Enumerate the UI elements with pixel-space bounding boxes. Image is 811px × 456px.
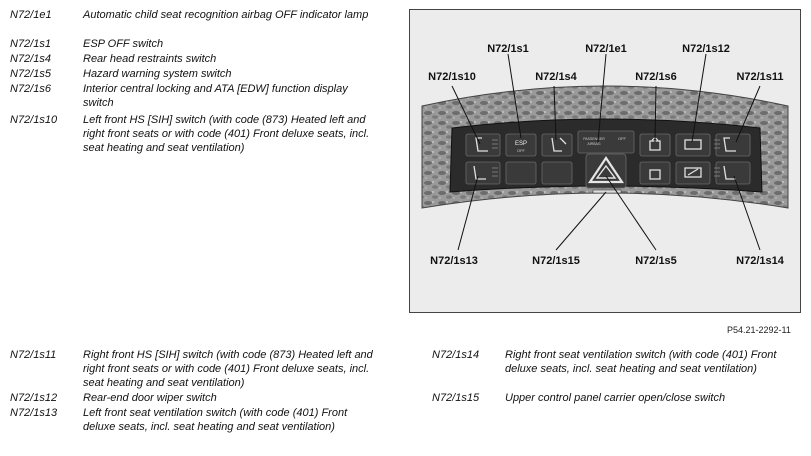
- legend-row: N72/1s10 Left front HS [SIH] switch (wit…: [10, 113, 400, 155]
- legend-code: N72/1e1: [10, 9, 52, 21]
- legend-description: Interior central locking and ATA [EDW] f…: [83, 83, 348, 109]
- legend-code: N72/1s13: [10, 407, 58, 419]
- legend-code: N72/1s11: [10, 349, 57, 361]
- legend-code: N72/1s4: [10, 53, 51, 65]
- callout-n72-1s11: N72/1s11: [736, 71, 783, 83]
- legend-description: Left front seat ventilation switch (with…: [83, 407, 348, 433]
- callout-n72-1s13: N72/1s13: [430, 255, 478, 267]
- legend-description: Rear head restraints switch: [83, 53, 217, 65]
- legend-description: Left front HS [SIH] switch (with code (8…: [83, 114, 370, 154]
- legend-code: N72/1s5: [10, 68, 51, 80]
- callout-n72-1s12: N72/1s12: [682, 43, 730, 55]
- legend-row: N72/1s6 Interior central locking and ATA…: [10, 82, 400, 110]
- legend-description: Right front seat ventilation switch (wit…: [505, 349, 777, 375]
- airbag-off-label: OFF: [618, 136, 627, 141]
- passenger-airbag-display: [577, 130, 635, 154]
- callout-n72-1e1: N72/1e1: [585, 43, 627, 55]
- wiper-arm-icon: [687, 168, 699, 176]
- seat-heat-icon: [723, 137, 736, 152]
- rear-head-restraint-button[interactable]: [541, 133, 573, 157]
- legend-code: N72/1s12: [10, 392, 58, 404]
- upper-button-row: [465, 130, 751, 157]
- legend-code: N72/1s10: [10, 114, 58, 126]
- unlock-icon: [649, 169, 661, 180]
- legend-code: N72/1s1: [10, 38, 51, 50]
- legend-row: N72/1s5 Hazard warning system switch: [10, 67, 400, 81]
- control-panel-illustration: ESP OFF PASSENGER AIRBAG OFF N72/1s1 N72…: [421, 43, 789, 267]
- legend-description: Automatic child seat recognition airbag …: [83, 9, 369, 21]
- legend-description: Rear-end door wiper switch: [83, 392, 217, 404]
- lower-button-row: [465, 161, 751, 185]
- legend-row: N72/1s4 Rear head restraints switch: [10, 52, 400, 66]
- callout-n72-1s6: N72/1s6: [635, 71, 677, 83]
- esp-button-label: ESP: [515, 141, 527, 147]
- seat-vent-icon: [473, 165, 486, 180]
- leader-lines: [451, 53, 761, 251]
- callout-n72-1s1: N72/1s1: [487, 43, 529, 55]
- esp-off-button[interactable]: [505, 133, 537, 157]
- legend-row: N72/1s1 ESP OFF switch: [10, 37, 400, 51]
- legend-code: N72/1s6: [10, 83, 51, 95]
- panel-open-close-handle[interactable]: [592, 189, 622, 194]
- legend-row: N72/1e1 Automatic child seat recognition…: [10, 8, 400, 36]
- seat-heat-right-button[interactable]: [715, 133, 751, 157]
- callout-n72-1s10: N72/1s10: [428, 71, 476, 83]
- seat-vent-left-button[interactable]: [465, 161, 501, 185]
- blank-button: [541, 161, 573, 185]
- callout-n72-1s14: N72/1s14: [736, 255, 785, 267]
- passenger-label: PASSENGER: [583, 137, 605, 141]
- unlock-button[interactable]: [639, 161, 671, 185]
- legend-description: ESP OFF switch: [83, 38, 164, 50]
- hazard-triangle-icon: [587, 156, 625, 184]
- legend-row: N72/1s15 Upper control panel carrier ope…: [432, 391, 802, 405]
- legend-row: N72/1s13 Left front seat ventilation swi…: [10, 406, 400, 448]
- seat-vent-icon: [723, 165, 736, 180]
- airbag-label: AIRBAG: [587, 142, 601, 146]
- hazard-triangle-inner-icon: [595, 164, 617, 179]
- legend-code: N72/1s15: [432, 392, 480, 404]
- head-restraint-icon: [551, 137, 567, 152]
- legend-description: Right front HS [SIH] switch (with code (…: [83, 349, 373, 389]
- callout-n72-1s4: N72/1s4: [535, 71, 577, 83]
- seat-heat-left-button[interactable]: [465, 133, 501, 157]
- legend-row: N72/1s11 Right front HS [SIH] switch (wi…: [10, 348, 400, 390]
- callout-n72-1s15: N72/1s15: [532, 255, 580, 267]
- legend-row: N72/1s14 Right front seat ventilation sw…: [432, 348, 802, 390]
- control-panel-figure: ESP OFF PASSENGER AIRBAG OFF N72/1s1 N72…: [409, 9, 801, 313]
- seat-vent-right-button[interactable]: [715, 161, 751, 185]
- seat-heat-icon: [475, 137, 488, 152]
- wiper-icon: [684, 167, 702, 178]
- legend-row: N72/1s12 Rear-end door wiper switch: [10, 391, 400, 405]
- legend-code: N72/1s14: [432, 349, 480, 361]
- legend-description: Hazard warning system switch: [83, 68, 232, 80]
- figure-reference-id: P54.21-2292-11: [727, 325, 791, 335]
- hazard-warning-button[interactable]: [585, 153, 627, 189]
- blank-button: [505, 161, 537, 185]
- rear-window-icon: [684, 139, 702, 150]
- wiper-button[interactable]: [675, 161, 711, 185]
- callout-n72-1s5: N72/1s5: [635, 255, 677, 267]
- legend-description: Upper control panel carrier open/close s…: [505, 392, 726, 404]
- esp-button-sublabel: OFF: [517, 148, 526, 153]
